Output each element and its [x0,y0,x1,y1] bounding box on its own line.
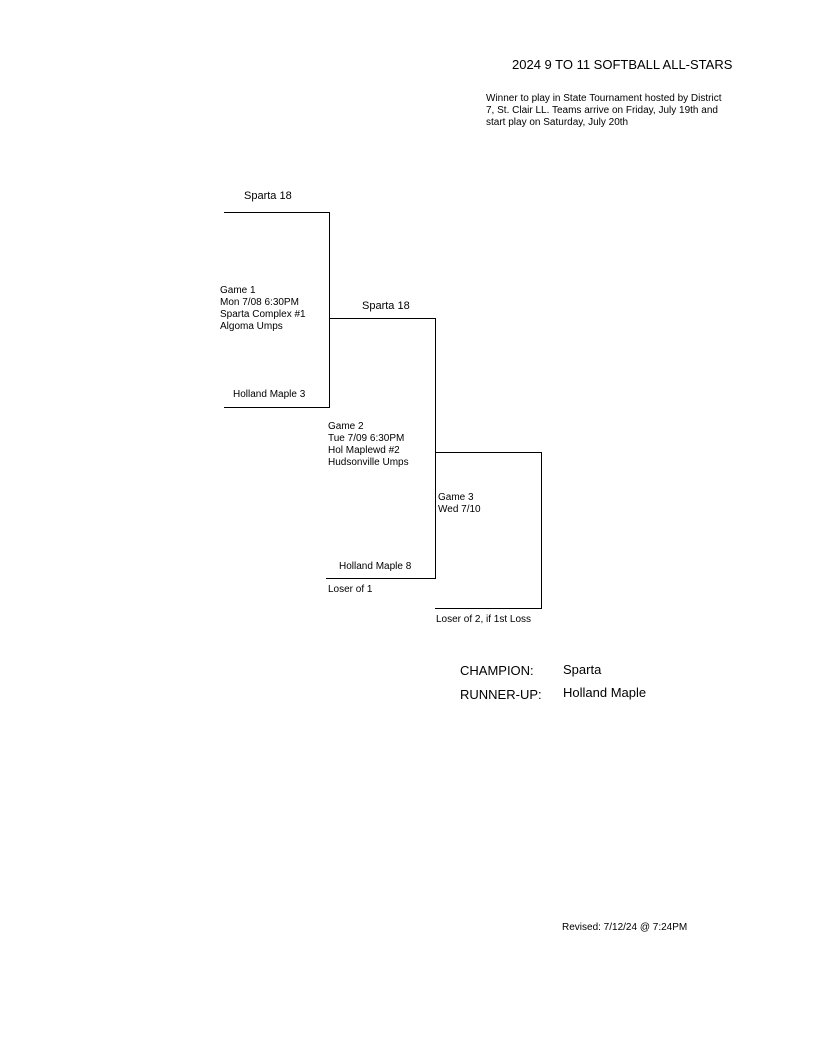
champion-label: CHAMPION: [460,663,534,678]
game3-label: Game 3 [438,492,474,503]
game2-top-line [329,318,436,319]
game3-top-line [435,452,542,453]
runner-up-label: RUNNER-UP: [460,687,542,702]
game1-connector [329,212,330,408]
game1-top-team: Sparta 18 [244,190,292,202]
tournament-note-line: start play on Saturday, July 20th [486,117,629,128]
revised-timestamp: Revised: 7/12/24 @ 7:24PM [562,922,688,933]
game1-date: Mon 7/08 6:30PM [220,297,299,308]
game2-date: Tue 7/09 6:30PM [328,433,405,444]
runner-up-value: Holland Maple [563,685,647,700]
game2-bottom-line [326,578,436,579]
page-title: 2024 9 TO 11 SOFTBALL ALL-STARS [512,57,733,72]
tournament-note-line: 7, St. Clair LL. Teams arrive on Friday,… [486,105,718,116]
game3-info: Game 3 Wed 7/10 [438,492,481,516]
tournament-note: Winner to play in State Tournament hoste… [486,93,721,129]
game3-bottom-line [435,608,542,609]
game3-bottom-note: Loser of 2, if 1st Loss [436,614,532,625]
game1-bottom-line [224,407,330,408]
game2-top-team: Sparta 18 [362,300,410,312]
game1-top-line [224,212,330,213]
game1-label: Game 1 [220,285,256,296]
game2-bottom-note: Loser of 1 [328,584,373,595]
champion-value: Sparta [563,662,602,677]
game3-connector [541,452,542,609]
game3-date: Wed 7/10 [438,504,481,515]
game1-bottom-team: Holland Maple 3 [233,389,306,400]
game2-info: Game 2 Tue 7/09 6:30PM Hol Maplewd #2 Hu… [328,421,409,469]
game1-info: Game 1 Mon 7/08 6:30PM Sparta Complex #1… [220,285,306,333]
game2-connector [435,318,436,579]
game2-label: Game 2 [328,421,364,432]
tournament-note-line: Winner to play in State Tournament hoste… [486,93,722,104]
game1-umps: Algoma Umps [220,321,283,332]
game2-umps: Hudsonville Umps [328,457,409,468]
game2-bottom-team: Holland Maple 8 [339,561,412,572]
game1-location: Sparta Complex #1 [220,309,306,320]
game2-location: Hol Maplewd #2 [328,445,400,456]
